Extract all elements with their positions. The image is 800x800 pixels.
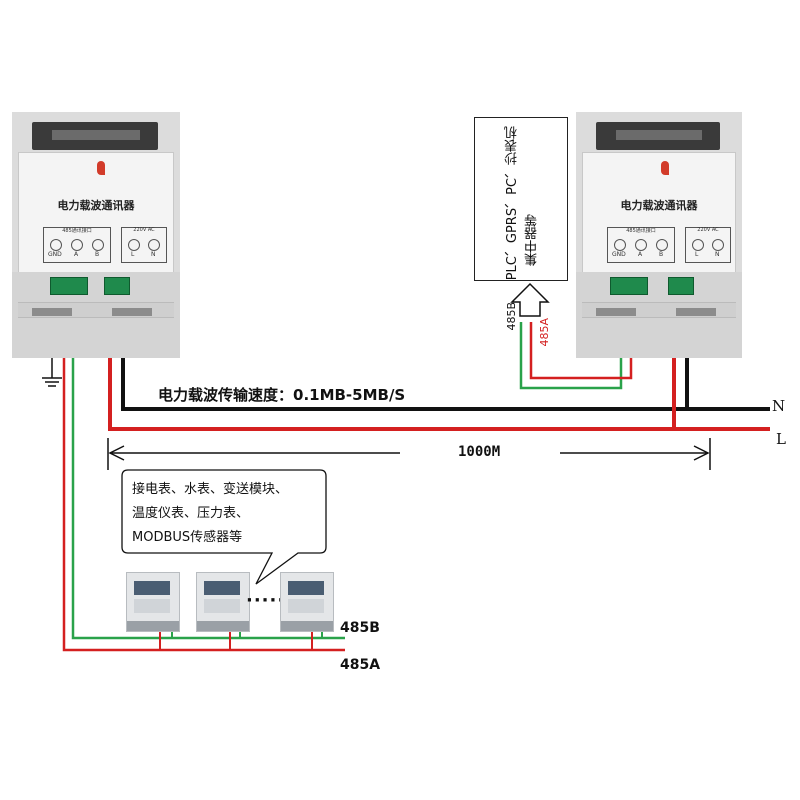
neutral-line-label: N — [772, 397, 786, 415]
module-title: 电力载波通讯器 — [620, 199, 698, 212]
terminal-hole-icon — [92, 239, 104, 251]
port-485-box: 485通讯接口 GND A B — [607, 227, 675, 263]
port-485-box: 485通讯接口 GND A B — [43, 227, 111, 263]
terminal-block-power — [668, 277, 694, 295]
meter-ellipsis: ····· — [246, 590, 286, 611]
module-top-ridge — [52, 130, 140, 140]
terminal-hole-icon — [50, 239, 62, 251]
pin-a-label: A — [638, 251, 643, 258]
terminal-hole-icon — [635, 239, 647, 251]
pin-n-label: N — [715, 251, 720, 258]
right-carrier-module: 电力载波通讯器 485通讯接口 GND A B 220V AC L N — [576, 112, 742, 358]
pin-gnd-label: GND — [612, 251, 626, 258]
callout-line-2: 温度仪表、压力表、 — [132, 506, 250, 521]
brand-logo-icon — [97, 161, 105, 175]
port-485-caption: 485通讯接口 — [626, 228, 656, 234]
meter-base — [281, 621, 333, 631]
port-485-caption: 485通讯接口 — [62, 228, 92, 234]
module-din-base — [12, 272, 180, 358]
receiver-box-line1: PLC、GPRS、PC、抄表机 — [505, 126, 520, 281]
terminal-block-485 — [610, 277, 648, 295]
terminal-hole-icon — [148, 239, 160, 251]
bus-485a-wire — [62, 334, 345, 652]
meter-panel — [288, 599, 324, 613]
meter-device — [196, 572, 250, 632]
vent-slot — [596, 308, 636, 316]
pin-b-label: B — [95, 251, 100, 258]
vent-slot — [32, 308, 72, 316]
terminal-hole-icon — [656, 239, 668, 251]
terminal-block-485 — [50, 277, 88, 295]
callout-line-1: 接电表、水表、变送模块、 — [132, 482, 289, 497]
callout-line-3: MODBUS传感器等 — [132, 530, 243, 545]
terminal-hole-icon — [128, 239, 140, 251]
bus-485b-wire — [71, 334, 345, 640]
pin-a-label: A — [74, 251, 79, 258]
pin-l-label: L — [695, 251, 699, 258]
live-line-label: L — [776, 430, 786, 448]
pin-b-label: B — [659, 251, 664, 258]
meter-screen — [204, 581, 240, 595]
power-port-box: 220V AC L N — [685, 227, 731, 263]
live-wire — [108, 330, 770, 431]
callout-bubble — [121, 469, 327, 585]
terminal-hole-icon — [614, 239, 626, 251]
bus-485a-label: 485A — [340, 657, 381, 673]
meter-base — [197, 621, 249, 631]
meter-panel — [204, 599, 240, 613]
module-din-base — [576, 272, 742, 358]
pin-n-label: N — [151, 251, 156, 258]
terminal-hole-icon — [692, 239, 704, 251]
terminal-hole-icon — [712, 239, 724, 251]
module-title: 电力载波通讯器 — [57, 199, 135, 212]
up-arrow-icon — [510, 282, 550, 317]
vent-slot — [112, 308, 152, 316]
bus-485b-label: 485B — [340, 620, 380, 636]
meter-panel — [134, 599, 170, 613]
module-top-ridge — [616, 130, 702, 140]
left-carrier-module: 电力载波通讯器 485通讯接口 GND A B 220V AC L N — [12, 112, 180, 358]
pin-gnd-label: GND — [48, 251, 62, 258]
meter-device — [126, 572, 180, 632]
transmission-speed-label: 电力载波传输速度：0.1MB-5MB/S — [158, 386, 406, 404]
meter-device — [280, 572, 334, 632]
module-face-panel: 电力载波通讯器 485通讯接口 GND A B 220V AC L N — [582, 152, 736, 274]
terminal-hole-icon — [71, 239, 83, 251]
meter-screen — [288, 581, 324, 595]
terminal-block-power — [104, 277, 130, 295]
brand-logo-icon — [661, 161, 669, 175]
pin-l-label: L — [131, 251, 135, 258]
power-port-caption: 220V AC — [133, 227, 155, 233]
receiver-485b-wire — [519, 322, 623, 390]
vent-slot — [676, 308, 716, 316]
distance-marker — [107, 438, 711, 470]
receiver-box: PLC、GPRS、PC、抄表机 集中器等 — [474, 117, 568, 281]
module-face-panel: 电力载波通讯器 485通讯接口 GND A B 220V AC L N — [18, 152, 174, 274]
power-port-box: 220V AC L N — [121, 227, 167, 263]
receiver-485b-label: 485B — [505, 302, 518, 331]
receiver-485a-label: 485A — [538, 318, 551, 347]
meter-base — [127, 621, 179, 631]
distance-label: 1000M — [458, 444, 501, 460]
receiver-box-line2: 集中器等 — [525, 214, 540, 266]
power-port-caption: 220V AC — [697, 227, 719, 233]
meter-screen — [134, 581, 170, 595]
